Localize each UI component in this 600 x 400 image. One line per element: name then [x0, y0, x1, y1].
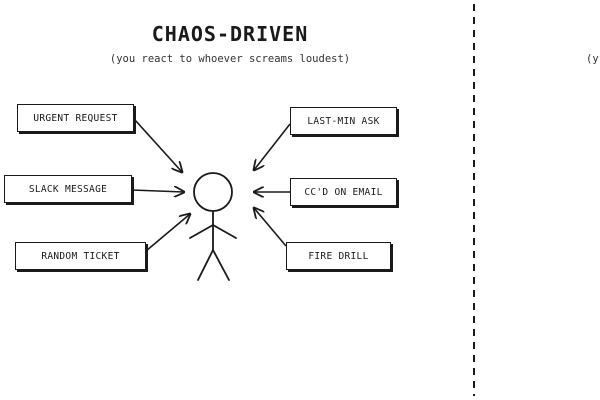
diagram-title: CHAOS-DRIVEN	[151, 22, 309, 46]
input-box-random-ticket: RANDOM TICKET	[15, 242, 146, 270]
stick-figure-right-arm	[212, 224, 237, 239]
stick-figure-head	[193, 172, 233, 212]
input-box-last-min-ask: LAST-MIN ASK	[290, 107, 397, 135]
input-box-slack-message: SLACK MESSAGE	[4, 175, 132, 203]
stick-figure-right-leg	[212, 249, 230, 281]
stick-figure-left-leg	[197, 249, 214, 281]
input-box-urgent-request: URGENT REQUEST	[17, 104, 134, 132]
arrow-last-min-ask	[254, 123, 291, 170]
arrow-fire-drill	[254, 208, 287, 247]
input-box-ccd-on-email: CC'D ON EMAIL	[290, 178, 397, 206]
diagram-subtitle: (you react to whoever screams loudest)	[109, 53, 351, 65]
right-panel-subtitle-fragment: (y	[586, 53, 599, 65]
input-box-fire-drill: FIRE DRILL	[286, 242, 391, 270]
stick-figure-left-arm	[189, 224, 214, 239]
arrow-random-ticket	[145, 214, 190, 252]
arrow-slack-message	[131, 190, 184, 192]
arrow-urgent-request	[134, 119, 182, 172]
stick-figure	[189, 172, 237, 281]
